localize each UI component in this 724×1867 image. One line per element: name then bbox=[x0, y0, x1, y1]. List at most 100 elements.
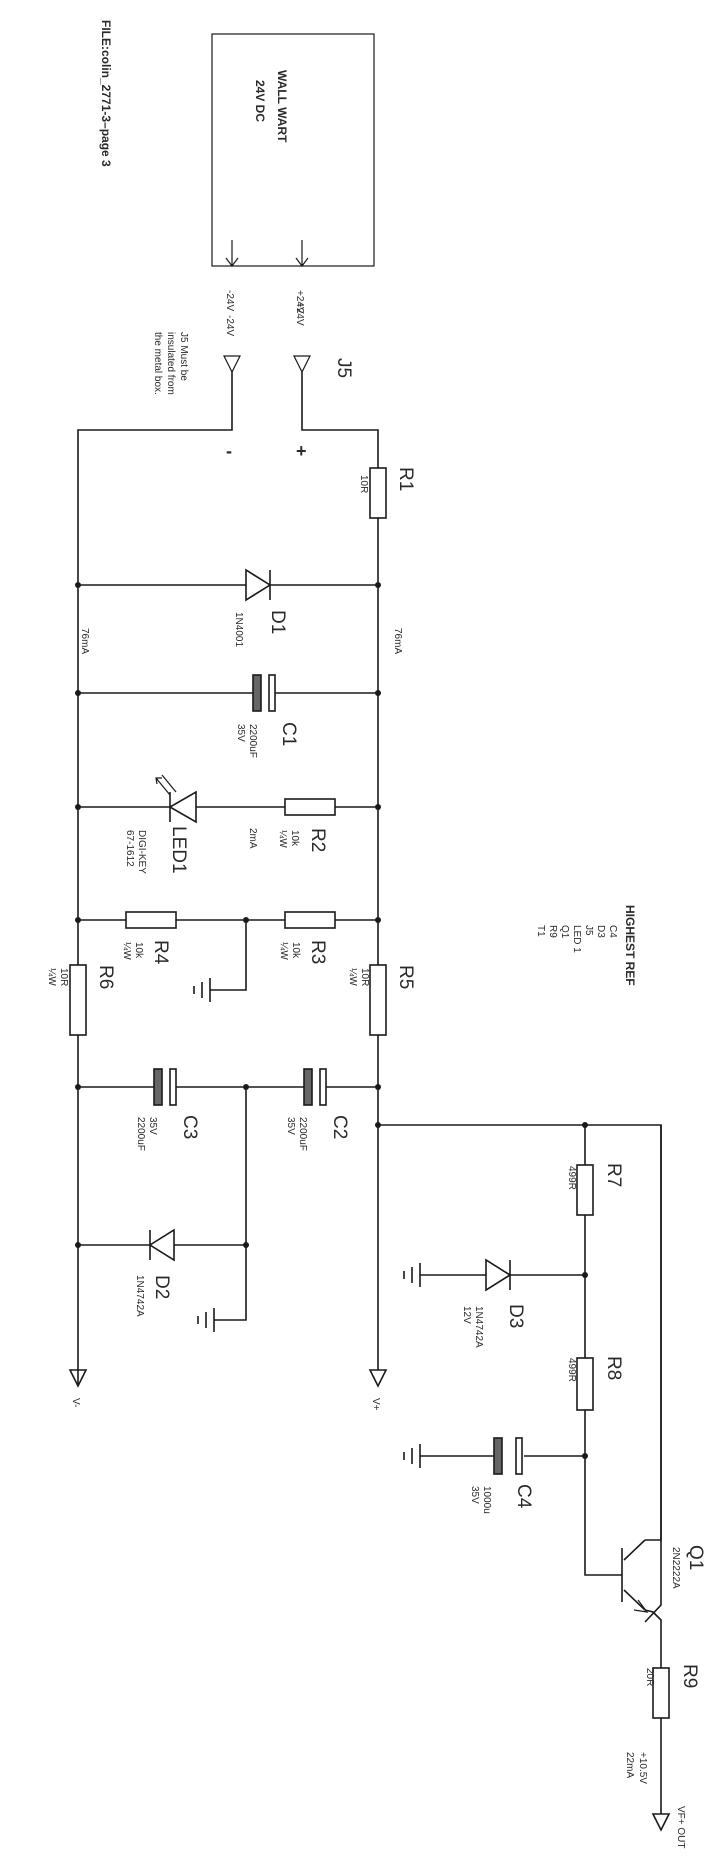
j5-note-1: J5 Must be bbox=[178, 332, 189, 381]
wall-wart-voltage: 24V DC bbox=[253, 80, 267, 122]
d2-ref: D2 bbox=[151, 1275, 172, 1299]
r2-value: 10k bbox=[289, 830, 300, 847]
c4-rating: 35V bbox=[469, 1486, 480, 1504]
c1-ref: C1 bbox=[278, 722, 299, 746]
c3-value: 2200uF bbox=[135, 1117, 146, 1151]
resistor-r8: R8 499R bbox=[566, 1356, 624, 1411]
current-bottom: 76mA bbox=[79, 628, 90, 654]
r7-ref: R7 bbox=[603, 1163, 624, 1187]
highest-ref-title: HIGHEST REF bbox=[623, 905, 637, 986]
wiring bbox=[77, 372, 379, 1386]
capacitors-c2-c3: C3 35V 2200uF C2 2200uF 35V bbox=[78, 1068, 378, 1151]
highest-ref-item-d3: D3 bbox=[595, 925, 606, 938]
highest-ref-item-r9: R9 bbox=[547, 925, 558, 938]
r4-rating: ¼W bbox=[121, 942, 133, 960]
led1-ref: LED1 bbox=[168, 826, 189, 874]
c3-ref: C3 bbox=[179, 1115, 200, 1139]
divider-r3-r4: R4 10k ¼W R3 10k ¼W bbox=[78, 911, 378, 1002]
c2-value: 2200uF bbox=[297, 1117, 308, 1151]
wall-wart-pos-label: +24V bbox=[294, 290, 305, 314]
j5-note-2: insulated from bbox=[165, 332, 176, 395]
d2-value: 1N4742A bbox=[134, 1275, 145, 1317]
diode-d2: D2 1N4742A bbox=[78, 1087, 247, 1332]
current-top: 76mA bbox=[392, 628, 403, 654]
d3-value: 1N4742A bbox=[473, 1306, 484, 1348]
r7-value: 499R bbox=[566, 1166, 577, 1190]
r2-rating: ¼W bbox=[277, 830, 289, 848]
j5-ref: J5 bbox=[333, 358, 354, 378]
c1-value: 2200uF bbox=[247, 724, 258, 758]
polarity-plus: + bbox=[296, 441, 307, 461]
wall-wart: WALL WART 24V DC -24V +24V bbox=[211, 33, 375, 314]
led1-part: 67-1612 bbox=[124, 830, 135, 867]
r3-value: 10k bbox=[290, 942, 301, 959]
wall-wart-box bbox=[211, 33, 375, 267]
polarity-minus: - bbox=[226, 441, 232, 461]
r4-value: 10k bbox=[133, 942, 144, 959]
resistor-r5: R5 10R ¼W bbox=[347, 964, 416, 1036]
current-led: 2mA bbox=[247, 828, 258, 849]
highest-ref-item-q1: Q1 bbox=[559, 925, 570, 939]
wall-wart-neg-label: -24V bbox=[224, 290, 235, 311]
vf-out-label: VF+ OUT bbox=[675, 1806, 686, 1849]
capacitor-c1: C1 2200uF 35V bbox=[78, 674, 378, 758]
current-out: 22mA bbox=[624, 1752, 635, 1778]
r1-ref: R1 bbox=[395, 467, 416, 491]
j5-neg-label: -24V bbox=[224, 315, 235, 336]
r8-value: 499R bbox=[566, 1358, 577, 1382]
r5-ref: R5 bbox=[395, 965, 416, 989]
d3-rating: 12V bbox=[461, 1306, 472, 1324]
r5-rating: ¼W bbox=[347, 968, 359, 986]
r6-rating: ¼W bbox=[46, 968, 58, 986]
highest-ref-list: HIGHEST REF C4 D3 J5 LED 1 Q1 R9 T1 bbox=[535, 905, 637, 986]
highest-ref-item-j5: J5 bbox=[583, 925, 594, 936]
d1-value: 1N4001 bbox=[233, 612, 244, 647]
resistor-r6: R6 10R ¼W bbox=[46, 964, 116, 1036]
resistor-r1: R1 10R bbox=[358, 467, 416, 519]
resistor-r7: R7 499R bbox=[566, 1163, 624, 1216]
q1-value: 2N2222A bbox=[670, 1547, 681, 1589]
r6-value: 10R bbox=[58, 968, 69, 986]
highest-ref-item-led1: LED 1 bbox=[571, 925, 582, 953]
r9-value: 20R bbox=[644, 1668, 655, 1686]
r2-ref: R2 bbox=[307, 828, 328, 852]
net-vf-out: VF+ OUT +10.5V 22mA bbox=[624, 1752, 686, 1849]
highest-ref-item-t1: T1 bbox=[535, 925, 546, 937]
vplus-label: V+ bbox=[370, 1398, 381, 1411]
highest-ref-item-c4: C4 bbox=[607, 925, 618, 938]
r3-ref: R3 bbox=[307, 940, 328, 964]
c2-ref: C2 bbox=[329, 1115, 350, 1139]
wall-wart-title: WALL WART bbox=[275, 70, 289, 143]
r4-ref: R4 bbox=[150, 940, 171, 965]
led1-value: DIGI-KEY bbox=[136, 830, 147, 874]
resistor-r9: R9 20R bbox=[644, 1664, 700, 1814]
net-vplus: V+ bbox=[368, 1369, 388, 1411]
diode-d1: D1 1N4001 76mA 76mA bbox=[78, 568, 403, 654]
c3-rating: 35V bbox=[147, 1117, 158, 1135]
net-vminus: V- bbox=[68, 1369, 88, 1407]
j5-pos-label: +24V bbox=[294, 302, 305, 326]
r8-ref: R8 bbox=[603, 1356, 624, 1380]
r1-value: 10R bbox=[358, 475, 369, 493]
diode-d3: D3 1N4742A 12V bbox=[403, 1258, 585, 1348]
d1-ref: D1 bbox=[267, 610, 288, 634]
c2-rating: 35V bbox=[285, 1117, 296, 1135]
r3-rating: ¼W bbox=[278, 942, 290, 960]
r6-ref: R6 bbox=[95, 965, 116, 989]
out-voltage: +10.5V bbox=[637, 1752, 648, 1784]
q1-ref: Q1 bbox=[685, 1545, 706, 1570]
capacitor-c4: C4 1000u 35V bbox=[403, 1437, 585, 1514]
c4-ref: C4 bbox=[513, 1484, 534, 1509]
j5-note-3: the metal box. bbox=[152, 332, 163, 395]
transistor-q1: Q1 2N2222A bbox=[621, 1125, 706, 1668]
led1-branch: LED1 DIGI-KEY 67-1612 2mA R2 10k ¼W bbox=[78, 774, 378, 874]
junction-dots bbox=[75, 582, 588, 1459]
connector-j5: -24V +24V J5 J5 Must be insulated from t… bbox=[152, 302, 354, 395]
vminus-label: V- bbox=[70, 1398, 81, 1407]
r9-ref: R9 bbox=[679, 1664, 700, 1688]
r5-value: 10R bbox=[359, 968, 370, 986]
c4-value: 1000u bbox=[481, 1486, 492, 1514]
file-label: FILE:colin_2771-3–page 3 bbox=[99, 20, 113, 167]
d3-ref: D3 bbox=[505, 1304, 526, 1328]
